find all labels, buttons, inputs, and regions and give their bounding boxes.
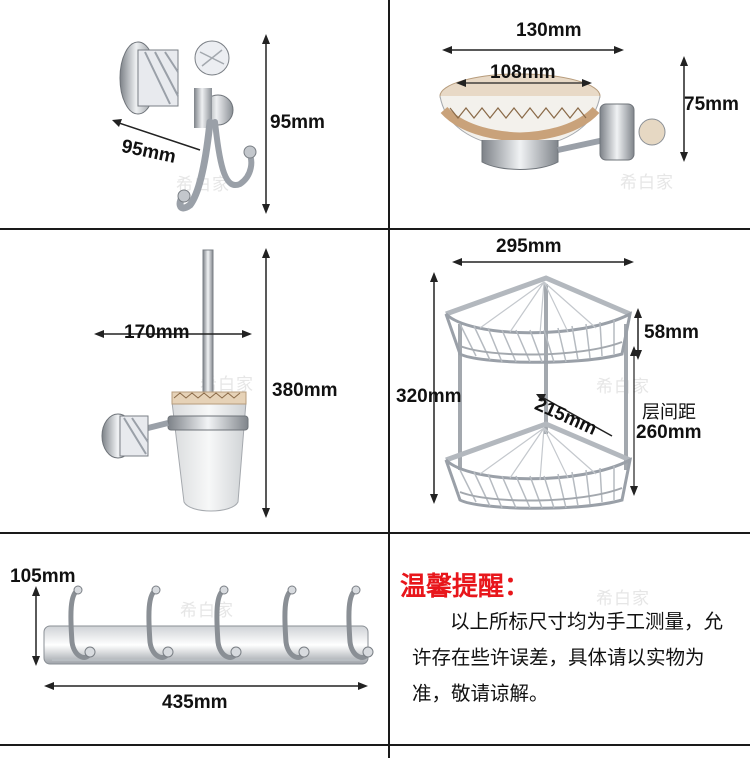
soap-dish-height-label: 75mm xyxy=(684,94,739,115)
toilet-brush-height-label: 380mm xyxy=(272,380,338,401)
corner-basket-height-label: 320mm xyxy=(396,386,462,407)
horizontal-divider-2 xyxy=(0,532,750,534)
corner-basket-image xyxy=(430,258,642,510)
corner-basket-spacing-value: 260mm xyxy=(636,422,702,443)
notice-panel: 希白家 xyxy=(390,534,750,744)
hook-rail-height-label: 105mm xyxy=(10,566,76,587)
toilet-brush-panel: 希白家 170mm 380mm xyxy=(0,230,388,532)
hook-rail-width-label: 435mm xyxy=(162,692,228,713)
soap-dish-width-label: 130mm xyxy=(516,20,582,41)
watermark: 希白家 xyxy=(596,377,650,397)
corner-basket-spacing-label: 层间距 xyxy=(642,402,696,423)
soap-dish-image xyxy=(439,46,688,170)
toilet-brush-image xyxy=(94,248,270,518)
corner-basket-basket-height-label: 58mm xyxy=(644,322,699,343)
corner-basket-width-label: 295mm xyxy=(496,236,562,257)
vertical-divider xyxy=(388,0,390,758)
horizontal-divider-1 xyxy=(0,228,750,230)
watermark: 希白家 xyxy=(596,589,650,609)
notice-body: 以上所标尺寸均为手工测量，允许存在些许误差，具体请以实物为准，敬请谅解。 xyxy=(412,610,724,705)
toilet-brush-width-label: 170mm xyxy=(124,322,190,343)
hook-rail-image xyxy=(32,585,374,690)
hook-rail-panel: 希白家 105mm 435mm xyxy=(0,534,388,744)
corner-basket-panel: 希白家 xyxy=(390,230,750,532)
robe-hook-image xyxy=(112,34,270,214)
robe-hook-height-label: 95mm xyxy=(270,112,325,133)
notice-title: 温馨提醒： xyxy=(400,572,531,602)
watermark: 希白家 xyxy=(620,173,674,193)
bottom-border xyxy=(0,744,750,746)
soap-dish-inner-label: 108mm xyxy=(490,62,556,83)
soap-dish-panel: 希白家 130mm 108mm 75mm xyxy=(390,0,750,228)
robe-hook-panel: 希白家 95mm 95mm xyxy=(0,0,388,228)
